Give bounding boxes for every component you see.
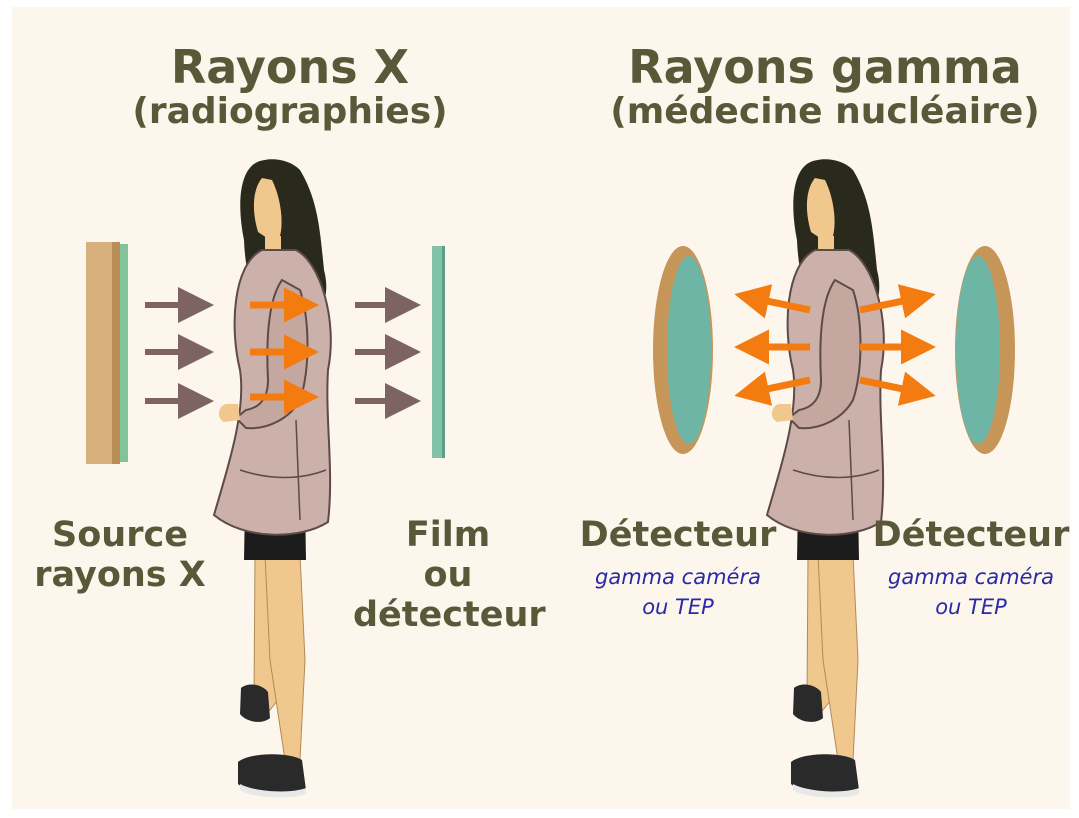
film-label: Film ou détecteur (353, 515, 543, 635)
source-label-line-2: rayons X (20, 555, 220, 595)
detector-right-sub-line-1: gamma caméra (866, 562, 1076, 592)
gamma-detector-left (653, 246, 713, 454)
detector-right-sub-line-2: ou TEP (866, 592, 1076, 622)
xray-film-panel (432, 246, 445, 458)
xray-source-panel (86, 242, 128, 464)
detector-left-label: Détecteur (573, 515, 783, 555)
gamma-title: Rayons gamma (600, 44, 1050, 90)
detector-left-sub-line-1: gamma caméra (573, 562, 783, 592)
xray-subtitle: (radiographies) (90, 94, 490, 130)
detector-left-sublabel: gamma caméra ou TEP (573, 562, 783, 622)
detector-right-label: Détecteur (866, 515, 1076, 555)
gamma-detector-right (955, 246, 1015, 454)
film-label-line-3: détecteur (353, 595, 543, 635)
detector-left-sub-line-2: ou TEP (573, 592, 783, 622)
source-label-line-1: Source (20, 515, 220, 555)
source-label: Source rayons X (20, 515, 220, 595)
detector-right-sublabel: gamma caméra ou TEP (866, 562, 1076, 622)
gamma-subtitle: (médecine nucléaire) (580, 94, 1070, 130)
film-label-line-2: ou (353, 555, 543, 595)
film-label-line-1: Film (353, 515, 543, 555)
xray-title: Rayons X (110, 44, 470, 90)
